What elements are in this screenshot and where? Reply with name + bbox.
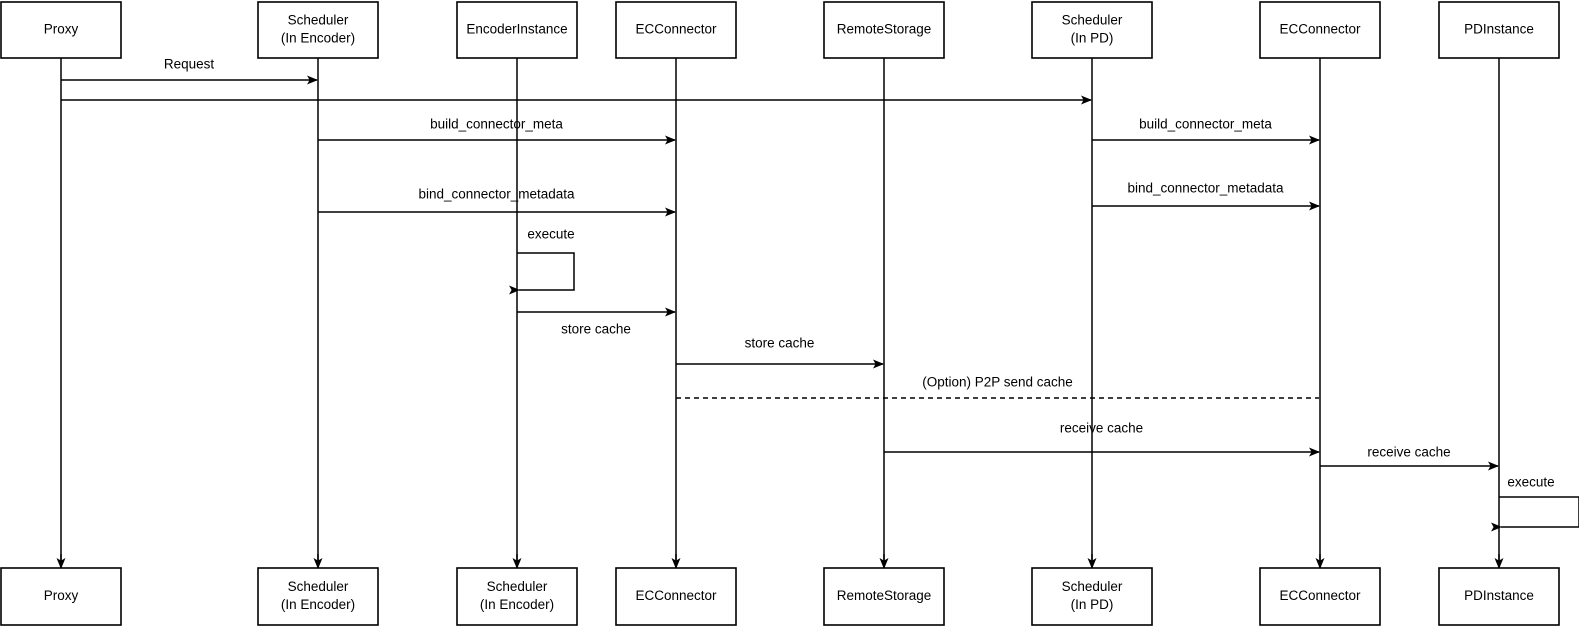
participant-footer-ecconn_pd[interactable]: ECConnector <box>1259 567 1381 626</box>
participant-footer-label: PDInstance <box>1464 588 1534 603</box>
participant-footer-label: ECConnector <box>635 588 717 603</box>
self-messages-group: execute execute <box>509 227 1579 532</box>
participant-header-remote[interactable]: RemoteStorage <box>823 1 945 59</box>
participant-header-enc_inst[interactable]: EncoderInstance <box>456 1 578 59</box>
participant-footer-label-line2: (In Encoder) <box>281 597 355 612</box>
message-label-m6: bind_connector_metadata <box>1127 181 1284 196</box>
participant-footer-ecconn_enc[interactable]: ECConnector <box>615 567 737 626</box>
message-label-m3: build_connector_meta <box>430 117 563 132</box>
participant-footer-label-line1: Scheduler <box>288 579 349 594</box>
message-m9[interactable]: (Option) P2P send cache <box>676 375 1319 399</box>
participant-header-label: RemoteStorage <box>837 22 932 37</box>
self-message-loop-s2 <box>1491 496 1579 532</box>
participant-header-label: Proxy <box>44 22 79 37</box>
participant-header-pd_inst[interactable]: PDInstance <box>1438 1 1560 59</box>
self-message-label-s2: execute <box>1507 475 1554 490</box>
participant-header-label: EncoderInstance <box>466 22 567 37</box>
message-label-m4: build_connector_meta <box>1139 117 1272 132</box>
message-label-m8: store cache <box>745 336 815 351</box>
participant-header-ecconn_pd[interactable]: ECConnector <box>1259 1 1381 59</box>
message-m6[interactable]: bind_connector_metadata <box>1092 181 1320 211</box>
participant-footer-remote[interactable]: RemoteStorage <box>823 567 945 626</box>
self-message-label-s1: execute <box>527 227 574 242</box>
participant-footer-label: RemoteStorage <box>837 588 932 603</box>
self-message-s2[interactable]: execute <box>1491 475 1579 532</box>
participant-header-label-line2: (In Encoder) <box>281 31 355 46</box>
participant-header-ecconn_enc[interactable]: ECConnector <box>615 1 737 59</box>
participant-footer-label-line2: (In PD) <box>1071 597 1114 612</box>
participant-footer-label: ECConnector <box>1279 588 1361 603</box>
participant-footer-proxy[interactable]: Proxy <box>0 567 122 626</box>
message-m8[interactable]: store cache <box>676 336 884 369</box>
message-m5[interactable]: bind_connector_metadata <box>318 187 676 217</box>
message-label-m5: bind_connector_metadata <box>418 187 575 202</box>
message-label-m10: receive cache <box>1060 421 1143 436</box>
self-message-s1[interactable]: execute <box>509 227 575 295</box>
message-label-m1: Request <box>164 57 215 72</box>
participant-header-sched_enc[interactable]: Scheduler (In Encoder) <box>257 1 379 59</box>
lifelines-group <box>56 58 1504 569</box>
participant-footer-label: Proxy <box>44 588 79 603</box>
self-message-loop-s1 <box>509 252 575 295</box>
participant-footer-label-line1: Scheduler <box>487 579 548 594</box>
message-m3[interactable]: build_connector_meta <box>318 117 676 145</box>
message-label-m11: receive cache <box>1367 445 1450 460</box>
participant-header-sched_pd[interactable]: Scheduler (In PD) <box>1031 1 1153 59</box>
message-m11[interactable]: receive cache <box>1320 445 1499 471</box>
participant-header-label-line1: Scheduler <box>1062 13 1123 28</box>
participant-footers-group: Proxy Scheduler (In Encoder) Scheduler (In E… <box>0 567 1560 626</box>
messages-group: Request build_connector_meta build_connect… <box>61 57 1499 471</box>
message-label-m7: store cache <box>561 322 631 337</box>
participant-footer-enc_inst[interactable]: Scheduler (In Encoder) <box>456 567 578 626</box>
message-label-m9: (Option) P2P send cache <box>922 375 1073 390</box>
message-m4[interactable]: build_connector_meta <box>1092 117 1320 145</box>
participant-footer-label-line2: (In Encoder) <box>480 597 554 612</box>
participant-footer-pd_inst[interactable]: PDInstance <box>1438 567 1560 626</box>
participant-header-label-line2: (In PD) <box>1071 31 1114 46</box>
participant-header-label: ECConnector <box>635 22 717 37</box>
participant-header-label: PDInstance <box>1464 22 1534 37</box>
participant-footer-label-line1: Scheduler <box>1062 579 1123 594</box>
message-m1[interactable]: Request <box>61 57 318 85</box>
message-m10[interactable]: receive cache <box>884 421 1320 457</box>
participant-footer-sched_enc[interactable]: Scheduler (In Encoder) <box>257 567 379 626</box>
message-m7[interactable]: store cache <box>517 307 676 337</box>
participant-header-label: ECConnector <box>1279 22 1361 37</box>
participant-footer-sched_pd[interactable]: Scheduler (In PD) <box>1031 567 1153 626</box>
participant-header-proxy[interactable]: Proxy <box>0 1 122 59</box>
participant-header-label-line1: Scheduler <box>288 13 349 28</box>
participant-headers-group: Proxy Scheduler (In Encoder) EncoderInstanc… <box>0 1 1560 59</box>
